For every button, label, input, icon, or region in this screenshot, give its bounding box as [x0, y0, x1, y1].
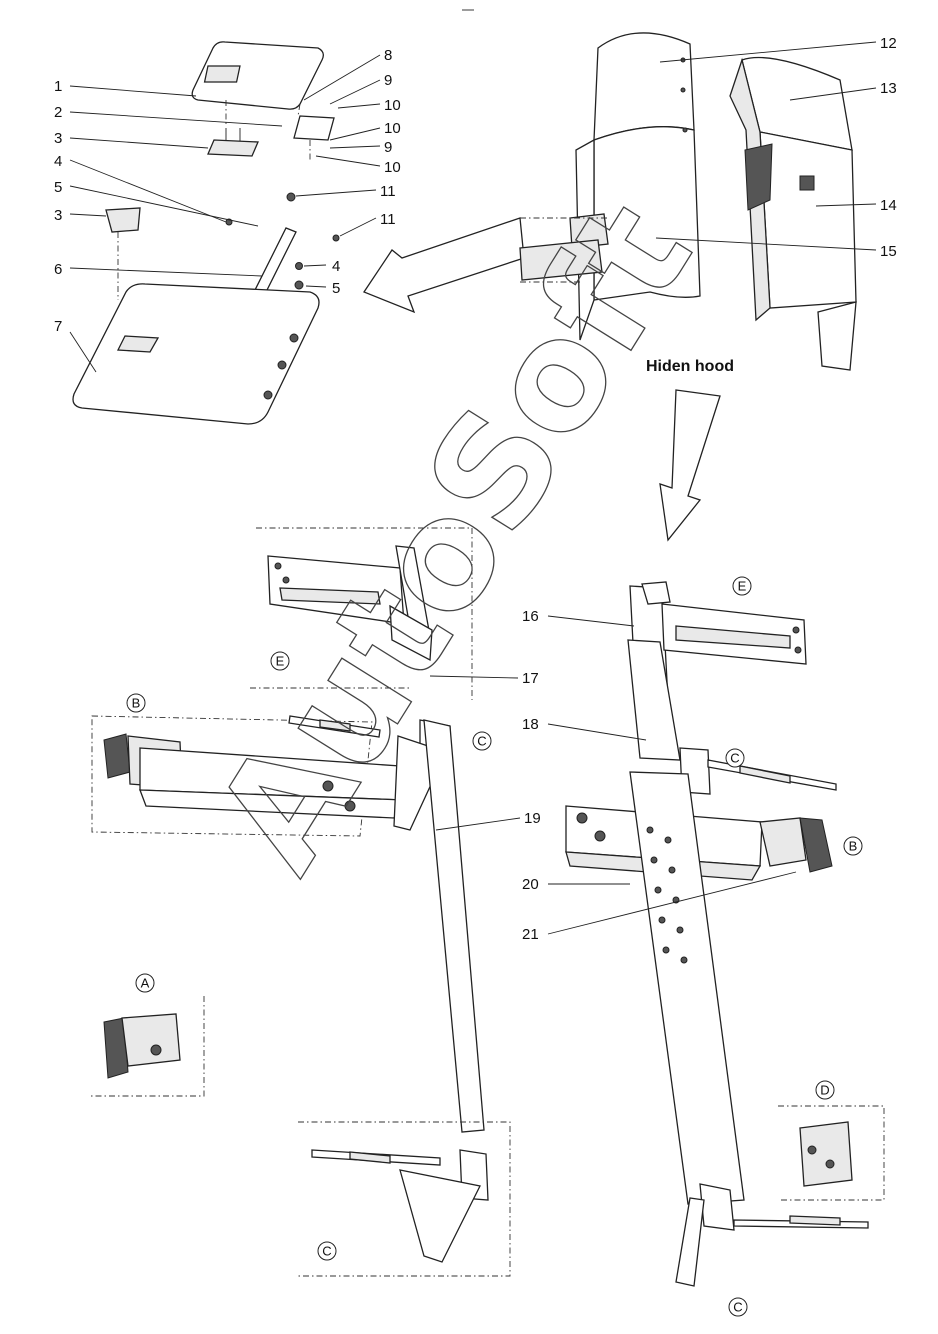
callout-17: 17 — [522, 670, 539, 687]
cover-assembly — [72, 41, 340, 425]
callout-1: 1 — [54, 78, 62, 95]
callouts-top-right: 12 13 14 15 — [880, 35, 897, 260]
callout-9: 9 — [384, 72, 392, 89]
left-frame — [91, 527, 511, 1277]
leaders-top-left — [69, 54, 381, 373]
hidden-hood-label: Hiden hood — [646, 358, 734, 375]
direction-arrow — [363, 217, 525, 314]
callout-14: 14 — [880, 197, 897, 214]
detail-c-bottom: C — [322, 1244, 331, 1259]
detail-b-right: B — [849, 839, 858, 854]
callout-18: 18 — [522, 716, 539, 733]
detail-d: D — [820, 1083, 829, 1098]
callout-21: 21 — [522, 926, 539, 943]
detail-c-right: C — [730, 751, 739, 766]
callouts-middle: 17 19 16 18 20 21 — [522, 608, 541, 943]
hood-arrow — [659, 389, 721, 542]
callout-19: 19 — [524, 810, 541, 827]
callout-10b: 10 — [384, 120, 401, 137]
callout-5b: 5 — [332, 280, 340, 297]
callout-20: 20 — [522, 876, 539, 893]
detail-c-mid: C — [477, 734, 486, 749]
hood-panels — [519, 32, 857, 371]
callout-15: 15 — [880, 243, 897, 260]
callout-16: 16 — [522, 608, 539, 625]
callout-5: 5 — [54, 179, 62, 196]
callout-3b: 3 — [54, 207, 62, 224]
right-frame — [88, 581, 885, 1287]
callout-11b: 11 — [380, 211, 396, 228]
callout-10c: 10 — [384, 159, 401, 176]
detail-e-right: E — [738, 579, 747, 594]
detail-c-right-bottom: C — [733, 1300, 742, 1315]
callout-3: 3 — [54, 130, 62, 147]
callout-4b: 4 — [332, 258, 340, 275]
callout-9b: 9 — [384, 139, 392, 156]
callout-7: 7 — [54, 318, 62, 335]
callout-6: 6 — [54, 261, 62, 278]
detail-a: A — [141, 976, 150, 991]
detail-letters: E B C A C E C B D C — [126, 576, 863, 1317]
callout-13: 13 — [880, 80, 897, 97]
detail-e-left: E — [276, 654, 285, 669]
detail-b-left: B — [132, 696, 141, 711]
callout-4: 4 — [54, 153, 62, 170]
leaders-middle — [429, 615, 797, 935]
callout-10: 10 — [384, 97, 401, 114]
callouts-top-left: 1 2 3 4 5 3 6 7 8 9 10 10 9 10 11 11 4 5 — [54, 47, 401, 335]
callout-12: 12 — [880, 35, 897, 52]
callout-8: 8 — [384, 47, 392, 64]
callout-11: 11 — [380, 183, 396, 200]
leaders-top-right — [655, 41, 877, 251]
callout-2: 2 — [54, 104, 62, 121]
